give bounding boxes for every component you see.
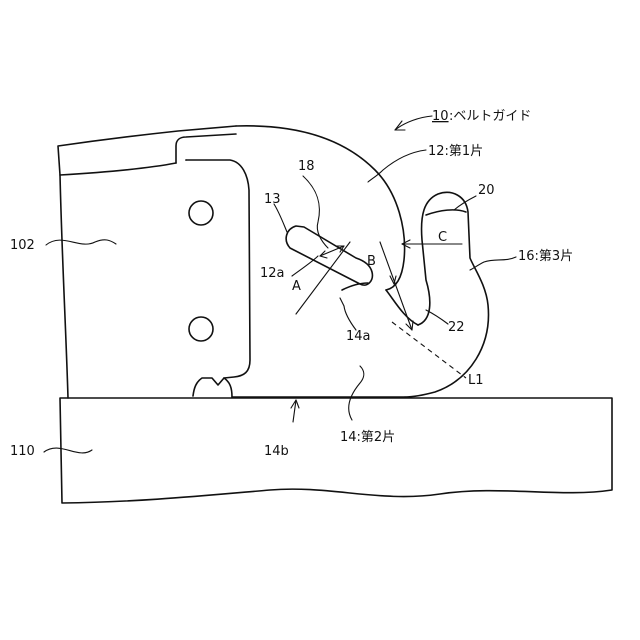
label-14a: 14a (346, 329, 371, 344)
label-first-piece: 12:第1片 (428, 144, 483, 159)
label-20: 20 (478, 183, 495, 198)
label-22: 22 (448, 320, 465, 335)
label-12a: 12a (260, 266, 285, 281)
label-B: B (367, 254, 376, 269)
label-13: 13 (264, 192, 281, 207)
leader-lines (44, 116, 516, 453)
label-L1: L1 (468, 373, 484, 388)
label-second-piece: 14:第2片 (340, 430, 395, 445)
label-C: C (438, 230, 447, 245)
label-102: 102 (10, 238, 35, 253)
label-third-piece: 16:第3片 (518, 249, 573, 264)
label-belt-guide-name: :ベルトガイド (449, 109, 531, 124)
label-14b: 14b (264, 444, 289, 459)
base-member-110 (60, 398, 612, 503)
label-A: A (292, 279, 301, 294)
belt-guide-outline (232, 126, 488, 397)
inner-plate (186, 160, 250, 397)
upper-hole-icon (189, 201, 213, 225)
label-18: 18 (298, 159, 315, 174)
label-belt-guide-number: 10 (432, 109, 449, 124)
body-102 (58, 126, 236, 398)
label-110: 110 (10, 444, 35, 459)
lower-hole-icon (189, 317, 213, 341)
